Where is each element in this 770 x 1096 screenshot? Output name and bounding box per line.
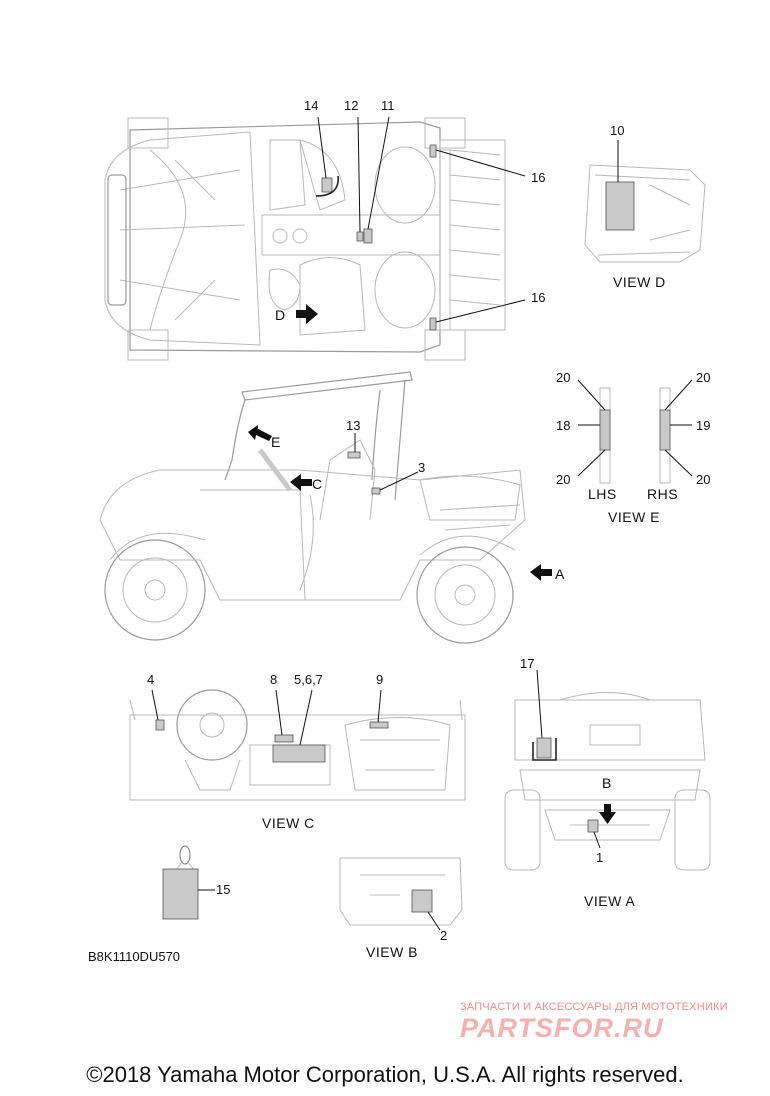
decal-19 xyxy=(659,409,671,451)
part-code: B8K1110DU570 xyxy=(88,949,180,964)
callout-1: 1 xyxy=(596,850,603,865)
view-b: 2 VIEW B xyxy=(339,857,463,960)
view-c-label: VIEW C xyxy=(262,815,315,831)
decal-16-upper xyxy=(429,144,437,158)
callout-19: 19 xyxy=(696,418,710,433)
top-view-vehicle: D 14 12 11 16 16 xyxy=(104,98,545,361)
callout-16-lower: 16 xyxy=(531,290,545,305)
arrow-a xyxy=(530,564,552,581)
callout-20-rhs-bottom: 20 xyxy=(696,472,710,487)
callout-11: 11 xyxy=(381,98,395,113)
decal-17 xyxy=(536,737,552,759)
callout-13: 13 xyxy=(346,418,360,433)
callout-15: 15 xyxy=(216,882,230,897)
letter-c: C xyxy=(312,476,322,492)
decal-18 xyxy=(599,409,611,451)
callout-3: 3 xyxy=(418,460,425,475)
decal-10 xyxy=(605,181,635,231)
arrow-e xyxy=(248,425,272,441)
letter-e: E xyxy=(271,434,280,450)
decal-15 xyxy=(162,868,199,920)
callout-20-lhs-bottom: 20 xyxy=(556,472,570,487)
callout-10: 10 xyxy=(610,123,624,138)
callout-17: 17 xyxy=(520,656,534,671)
arrow-c xyxy=(290,474,312,491)
decal-11 xyxy=(363,228,373,244)
callout-16-upper: 16 xyxy=(531,170,545,185)
view-d-label: VIEW D xyxy=(613,274,666,290)
callout-9: 9 xyxy=(376,672,383,687)
arrow-d xyxy=(296,304,318,324)
hang-tag: 15 xyxy=(162,845,230,920)
decal-8 xyxy=(274,734,294,743)
letter-d: D xyxy=(275,307,285,323)
decal-4 xyxy=(155,719,165,731)
view-d: 10 VIEW D xyxy=(584,123,706,290)
callout-20-rhs-top: 20 xyxy=(696,370,710,385)
watermark-tagline: ЗАПЧАСТИ И АКСЕССУАРЫ ДЛЯ МОТОТЕХНИКИ xyxy=(460,1001,728,1013)
letter-a: A xyxy=(555,566,565,582)
view-e-label: VIEW E xyxy=(608,509,660,525)
view-e: 20 18 20 20 19 20 LHS RHS VIEW E xyxy=(556,370,710,525)
decal-13 xyxy=(347,451,361,459)
decal-1 xyxy=(587,819,599,833)
rhs-label: RHS xyxy=(647,486,678,502)
decal-2 xyxy=(411,889,433,913)
decal-5-6-7 xyxy=(272,744,326,763)
callout-8: 8 xyxy=(270,672,277,687)
letter-b: B xyxy=(602,775,611,791)
decal-16-lower xyxy=(429,317,437,331)
view-a-label: VIEW A xyxy=(584,893,635,909)
watermark-logo: PARTSFOR.RU xyxy=(460,1013,664,1043)
callout-5-6-7: 5,6,7 xyxy=(294,672,323,687)
copyright-notice: ©2018 Yamaha Motor Corporation, U.S.A. A… xyxy=(86,1062,684,1087)
decal-12 xyxy=(356,231,364,242)
callout-4: 4 xyxy=(147,672,154,687)
view-a: B 17 1 VIEW A xyxy=(504,656,711,909)
callout-2: 2 xyxy=(440,928,447,943)
decal-3 xyxy=(371,487,381,495)
callout-18: 18 xyxy=(556,418,570,433)
side-view-vehicle: 13 3 E C A xyxy=(99,371,565,644)
callout-20-lhs-top: 20 xyxy=(556,370,570,385)
arrow-b xyxy=(599,804,616,824)
view-c: 4 8 5,6,7 9 VIEW C xyxy=(129,672,466,831)
decal-14 xyxy=(321,177,333,193)
lhs-label: LHS xyxy=(588,486,617,502)
view-b-label: VIEW B xyxy=(366,944,418,960)
decal-9 xyxy=(369,721,389,729)
callout-12: 12 xyxy=(344,98,358,113)
callout-14: 14 xyxy=(304,98,318,113)
